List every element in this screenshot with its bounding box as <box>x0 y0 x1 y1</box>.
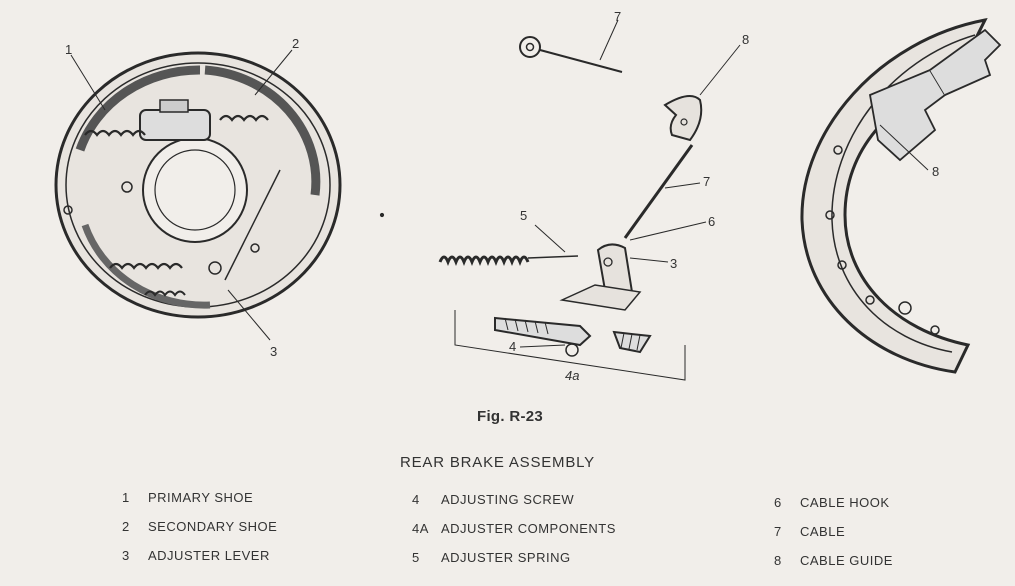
callout-1: 1 <box>65 42 72 57</box>
legend-label: CABLE <box>800 524 846 539</box>
callout-5: 5 <box>520 208 527 223</box>
legend-label: ADJUSTER COMPONENTS <box>441 521 616 536</box>
legend-number: 7 <box>774 524 782 539</box>
callout-3: 3 <box>270 344 277 359</box>
legend-number: 4 <box>412 492 420 507</box>
legend-item-4a: 4A ADJUSTER COMPONENTS <box>412 521 616 536</box>
callout-7-cable: 7 <box>703 174 710 189</box>
callout-8-center: 8 <box>742 32 749 47</box>
legend-label: CABLE GUIDE <box>800 553 893 568</box>
legend-label: ADJUSTER SPRING <box>441 550 571 565</box>
callout-7-top: 7 <box>614 9 621 24</box>
callout-6: 6 <box>708 214 715 229</box>
callout-4a: 4a <box>565 368 579 383</box>
legend-label: ADJUSTER LEVER <box>148 548 270 563</box>
legend-item-3: 3 ADJUSTER LEVER <box>122 548 270 563</box>
brake-shoe-view <box>800 17 1002 374</box>
legend-item-4: 4 ADJUSTING SCREW <box>412 492 574 507</box>
legend-number: 5 <box>412 550 420 565</box>
legend-number: 4A <box>412 521 429 536</box>
legend-item-7: 7 CABLE <box>774 524 845 539</box>
callout-2: 2 <box>292 36 299 51</box>
legend-number: 8 <box>774 553 782 568</box>
legend-label: PRIMARY SHOE <box>148 490 254 505</box>
figure-title: REAR BRAKE ASSEMBLY <box>400 454 595 471</box>
callout-4: 4 <box>509 339 516 354</box>
legend-label: ADJUSTING SCREW <box>441 492 575 507</box>
legend-number: 2 <box>122 519 130 534</box>
legend-item-8: 8 CABLE GUIDE <box>774 553 893 568</box>
legend-number: 3 <box>122 548 130 563</box>
assembled-brake-view <box>54 49 342 341</box>
legend-number: 1 <box>122 490 130 505</box>
callout-3-center: 3 <box>670 256 677 271</box>
legend-number: 6 <box>774 495 782 510</box>
legend-item-6: 6 CABLE HOOK <box>774 495 890 510</box>
legend-item-5: 5 ADJUSTER SPRING <box>412 550 571 565</box>
legend-label: CABLE HOOK <box>800 495 890 510</box>
legend-item-2: 2 SECONDARY SHOE <box>122 519 277 534</box>
legend-label: SECONDARY SHOE <box>148 519 278 534</box>
legend-item-1: 1 PRIMARY SHOE <box>122 490 253 505</box>
callout-8-right: 8 <box>932 164 939 179</box>
exploded-parts-view <box>379 19 741 381</box>
figure-caption: Fig. R-23 <box>477 408 544 425</box>
